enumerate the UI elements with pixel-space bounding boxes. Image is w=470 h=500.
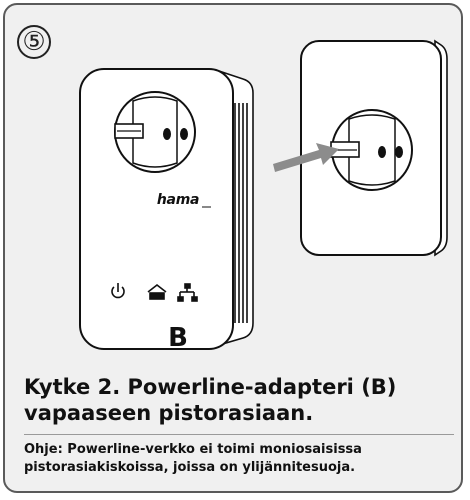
adapter-label: B: [168, 323, 188, 353]
divider: [24, 434, 454, 435]
adapter-socket: [114, 91, 196, 173]
adapter-plug-in-illustration: [79, 39, 448, 350]
instruction-card: ⑤: [3, 3, 463, 493]
wall-outlet: [300, 39, 448, 257]
instruction-title: Kytke 2. Powerline-adapteri (B) vapaasee…: [24, 375, 397, 425]
network-icon: [177, 283, 198, 302]
home-icon: [147, 283, 167, 300]
brand-logo: hama: [156, 192, 200, 208]
step-number-badge: ⑤: [17, 25, 51, 59]
instruction-note: Ohje: Powerline-verkko ei toimi moniosai…: [24, 442, 362, 475]
insert-arrow: [273, 143, 339, 172]
power-icon: [111, 283, 125, 299]
